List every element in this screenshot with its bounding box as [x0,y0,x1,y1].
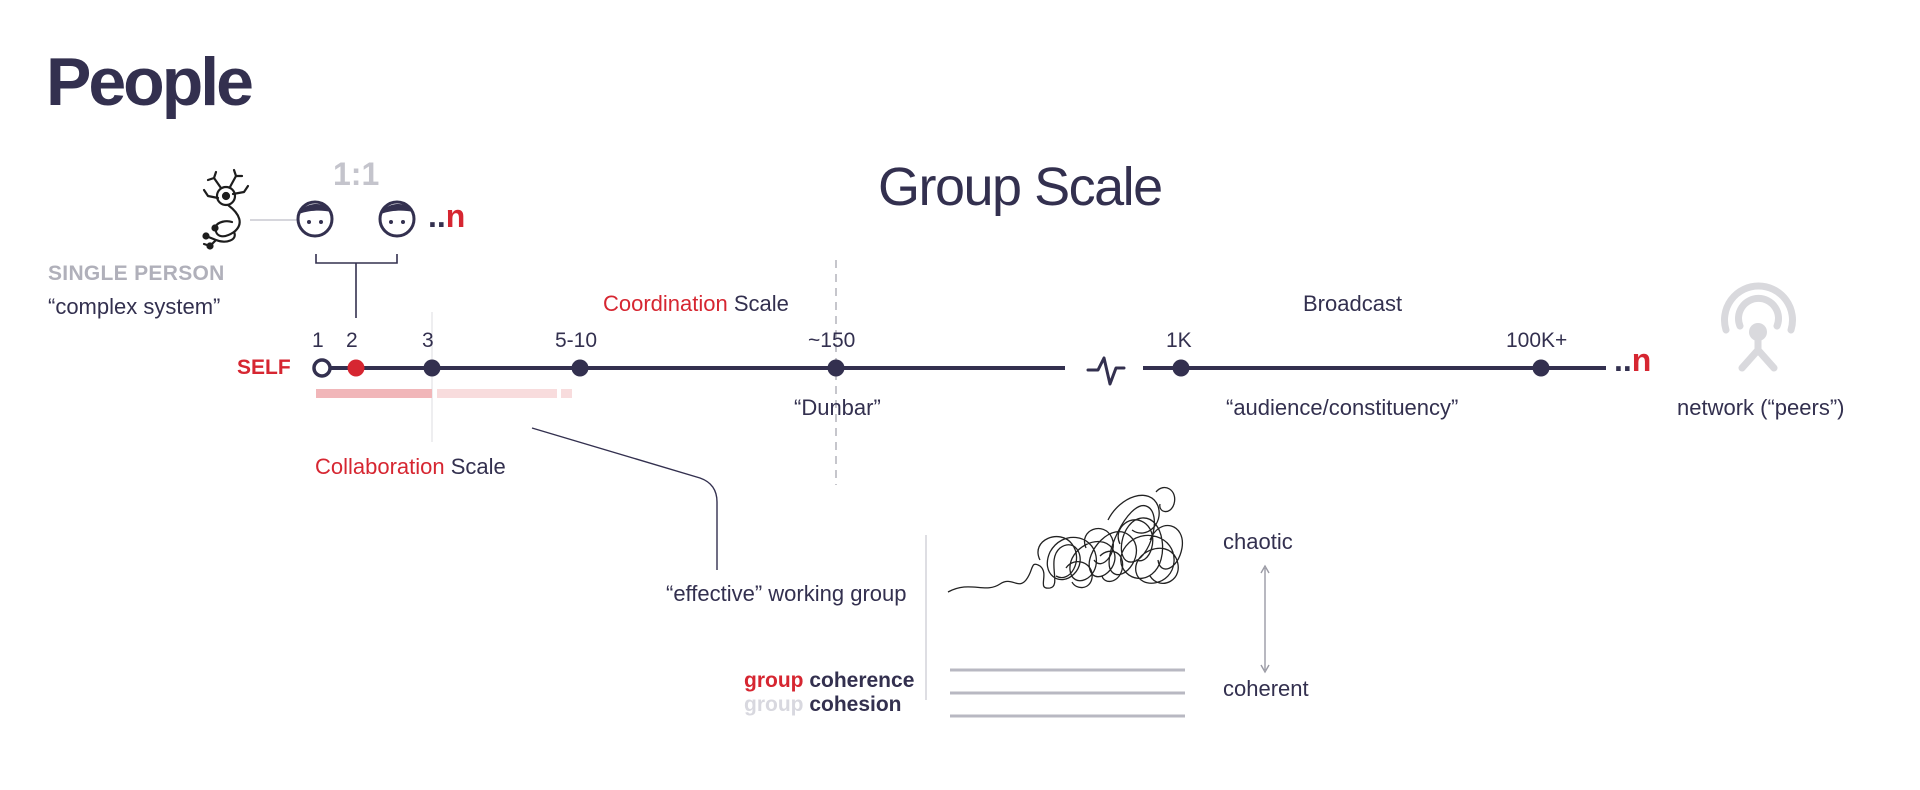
face-icon [296,200,334,238]
n-suffix-top: ..n [428,200,465,232]
coherent-label: coherent [1223,676,1309,701]
tick-label: 5-10 [555,329,598,352]
coordination-rest: Scale [727,291,789,316]
collaboration-scale-label: Collaboration Scale [315,456,506,478]
scribble-icon [947,487,1183,593]
antenna-icon [1721,282,1796,372]
group-cohesion-label: group cohesion [744,694,902,715]
complex-system-label: “complex system” [48,294,221,319]
tick-label: 2 [346,329,358,352]
collaboration-accent: Collaboration [315,454,445,479]
tick-label: 3 [422,329,434,352]
dunbar-label: “Dunbar” [794,395,881,420]
page-title: People [46,44,254,120]
n-dots: .. [1614,342,1632,378]
n-dots: .. [428,198,446,234]
tick-label: 100K+ [1506,329,1568,352]
face-icon [378,200,416,238]
group-coherence-label: group coherence [744,670,914,691]
cohesion-accent: group [744,693,804,716]
chaotic-label: chaotic [1223,529,1293,554]
n-letter: n [1631,342,1652,378]
network-label: network (“peers”) [1677,395,1845,420]
coordination-scale-label: Coordination Scale [603,293,789,315]
effective-group-label: “effective” working group [666,581,907,606]
pulse-icon [1086,356,1126,386]
scale-title: Group Scale [878,157,1163,217]
broadcast-label: Broadcast [1303,291,1403,316]
audience-label: “audience/constituency” [1226,395,1459,420]
tick-label: ~150 [808,329,856,352]
cohesion-rest: cohesion [803,693,902,716]
n-letter: n [445,198,466,234]
coherence-rest: coherence [803,669,915,692]
tick-label: 1 [312,329,324,352]
coherence-accent: group [744,669,804,692]
neuron-icon [202,168,250,250]
n-suffix-scale: ..n [1614,344,1651,376]
single-person-label: SINGLE PERSON [48,262,225,285]
collaboration-rest: Scale [444,454,506,479]
self-label: SELF [237,356,291,379]
coordination-accent: Coordination [603,291,728,316]
tick-label: 1K [1166,329,1192,352]
ratio-label: 1:1 [333,156,380,192]
